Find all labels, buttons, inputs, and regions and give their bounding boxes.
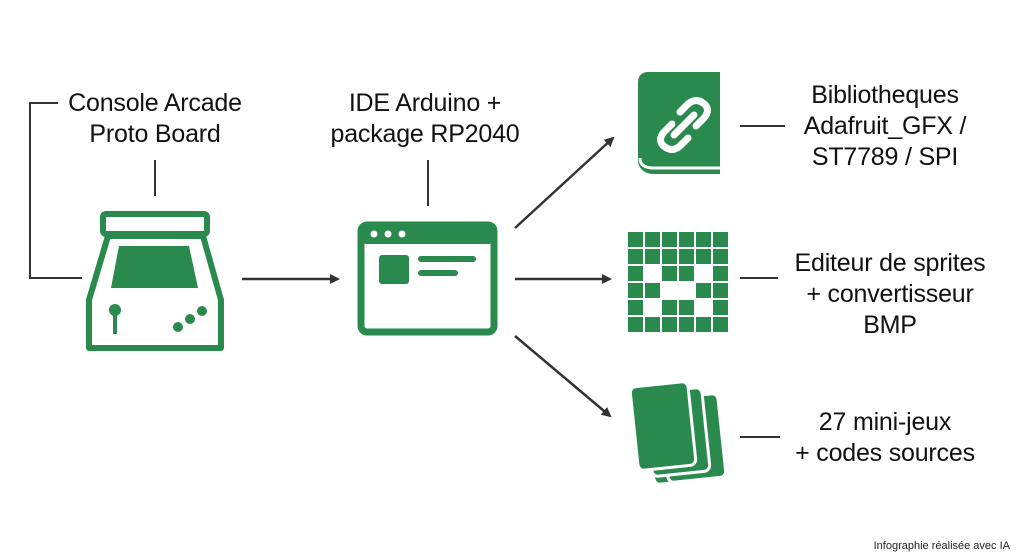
pixel-cell [628, 283, 643, 298]
console-bracket-line [29, 102, 82, 279]
pixel-cell [713, 249, 728, 264]
ide-label: IDE Arduino + package RP2040 [305, 88, 545, 150]
pixel-cell [628, 249, 643, 264]
console-label: Console Arcade Proto Board [40, 88, 270, 150]
pixel-cell [696, 249, 711, 264]
console-label-line-2: Proto Board [89, 120, 221, 148]
pixel-cell [645, 232, 660, 247]
sprites-label: Editeur de sprites + convertisseur BMP [770, 248, 1010, 341]
pixel-cell [628, 266, 643, 281]
pixel-cell [679, 232, 694, 247]
libraries-label: Bibliotheques Adafruit_GFX / ST7789 / SP… [770, 80, 1000, 173]
pixel-cell [662, 317, 677, 332]
games-label-line-2: + codes sources [795, 439, 975, 467]
pixel-cell [645, 317, 660, 332]
libraries-label-line-2: Adafruit_GFX / [803, 112, 967, 140]
arrows [242, 136, 615, 418]
pixel-cell [662, 266, 677, 281]
pixel-cell [662, 300, 677, 315]
pixel-cell [713, 300, 728, 315]
pixel-cell [628, 232, 643, 247]
libraries-label-line-3: ST7789 / SPI [811, 143, 959, 171]
pixel-cell [713, 266, 728, 281]
games-label: 27 mini-jeux + codes sources [760, 407, 1010, 469]
sprites-label-line-2: + convertisseur [806, 280, 974, 308]
browser-window-icon [357, 221, 498, 336]
sprites-label-line-1: Editeur de sprites [794, 249, 986, 277]
pixel-cell [645, 249, 660, 264]
pixel-cell [679, 249, 694, 264]
pixel-cell [713, 232, 728, 247]
sprites-label-line-3: BMP [863, 311, 917, 339]
pixel-cell [713, 317, 728, 332]
arcade-cabinet-icon [86, 211, 224, 351]
games-label-line-1: 27 mini-jeux [818, 408, 952, 436]
libraries-label-line-1: Bibliotheques [811, 81, 959, 109]
pixel-cell [713, 283, 728, 298]
pixel-cell [628, 317, 643, 332]
pixel-cell [662, 249, 677, 264]
pixel-cell [679, 317, 694, 332]
pixel-cell [696, 317, 711, 332]
console-label-line-1: Console Arcade [68, 89, 242, 117]
arrow-ide-to-libraries [514, 136, 615, 229]
pixel-cell [628, 300, 643, 315]
pixel-grid-icon [628, 232, 728, 332]
ide-label-line-1: IDE Arduino + [348, 89, 502, 117]
pixel-cell [645, 283, 660, 298]
pixel-cell [662, 232, 677, 247]
connectors [29, 102, 785, 438]
link-book-icon [638, 72, 720, 174]
pixel-cell [679, 266, 694, 281]
pixel-cell [679, 300, 694, 315]
pixel-cell [696, 283, 711, 298]
footer-credit: Infographie réalisée avec IA [873, 540, 1010, 552]
card-stack-icon [628, 380, 728, 486]
ide-label-line-2: package RP2040 [330, 120, 520, 148]
arrow-ide-to-games [514, 335, 612, 418]
pixel-cell [696, 232, 711, 247]
